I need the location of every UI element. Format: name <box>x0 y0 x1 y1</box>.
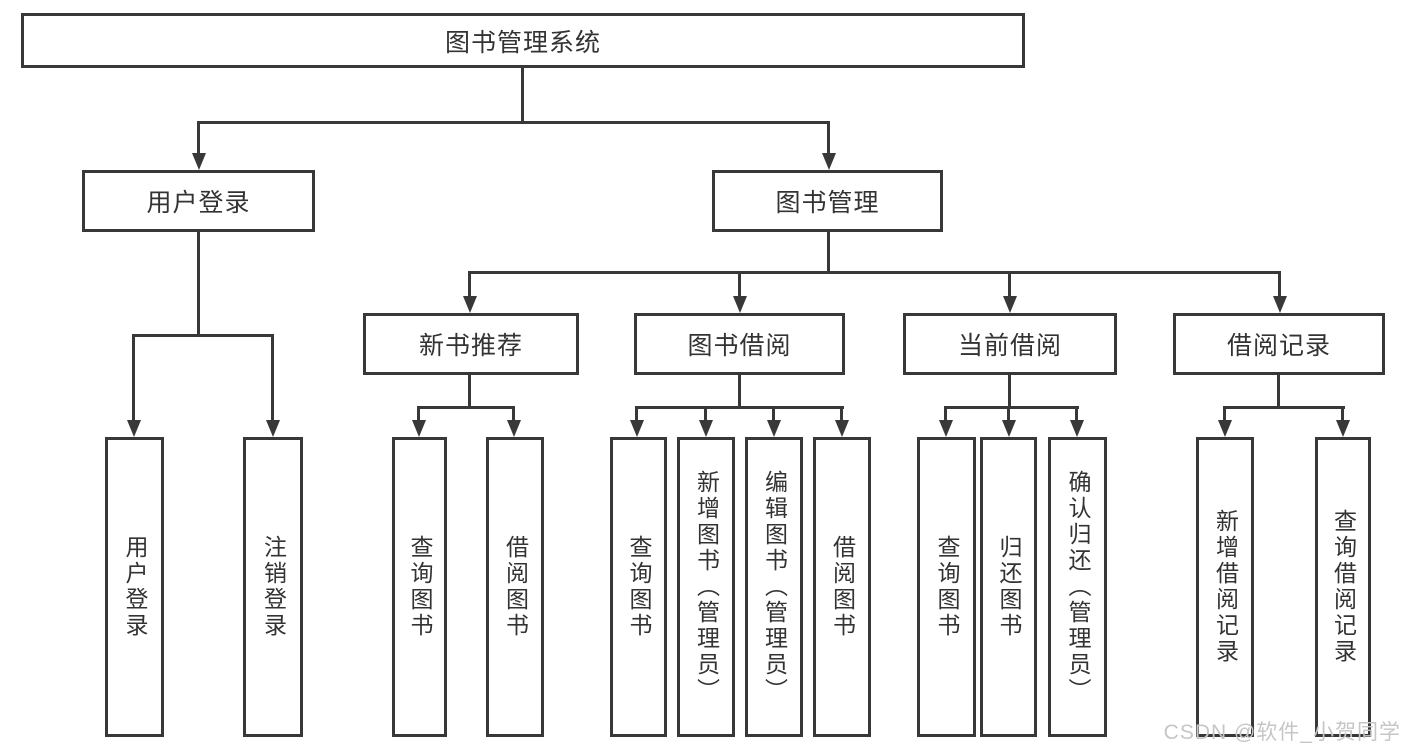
connector-line <box>840 406 843 422</box>
leaf-query-books-recommend: 查询图书 <box>392 437 447 737</box>
connector-line <box>468 271 1281 274</box>
node-book-management: 图书管理 <box>712 170 943 232</box>
leaf-label: 借阅图书 <box>829 535 856 639</box>
arrowhead-down-icon <box>1003 296 1017 313</box>
connector-line <box>772 406 775 422</box>
leaf-label: 查询图书 <box>934 535 960 639</box>
connector-line <box>704 406 707 422</box>
connector-line <box>738 375 741 408</box>
connector-line <box>1278 271 1281 298</box>
connector-line <box>1341 406 1344 422</box>
connector-line <box>512 406 515 422</box>
leaf-label: 查询图书 <box>626 535 652 639</box>
arrowhead-down-icon <box>412 420 426 437</box>
connector-line <box>738 271 741 298</box>
leaf-return-books: 归还图书 <box>980 437 1037 737</box>
leaf-add-borrow-record: 新增借阅记录 <box>1196 437 1254 737</box>
connector-line <box>271 334 274 422</box>
leaf-label: 借阅图书 <box>502 535 529 639</box>
arrowhead-down-icon <box>1070 420 1084 437</box>
arrowhead-down-icon <box>835 420 849 437</box>
node-book-borrowing: 图书借阅 <box>634 313 845 375</box>
arrowhead-down-icon <box>127 420 141 437</box>
arrowhead-down-icon <box>1002 420 1016 437</box>
connector-line <box>944 406 947 422</box>
leaf-confirm-return-admin: 确认归还（管理员） <box>1048 437 1107 737</box>
arrowhead-down-icon <box>507 420 521 437</box>
connector-line <box>944 406 1079 409</box>
connector-line <box>1223 406 1226 422</box>
arrowhead-down-icon <box>733 296 747 313</box>
leaf-edit-books-admin: 编辑图书（管理员） <box>745 437 803 737</box>
connector-line <box>1075 406 1078 422</box>
connector-line <box>635 406 844 409</box>
leaf-borrow-books-recommend: 借阅图书 <box>486 437 544 737</box>
node-label: 用户登录 <box>146 189 251 217</box>
leaf-add-books-admin: 新增图书（管理员） <box>677 437 735 737</box>
connector-line <box>827 232 830 273</box>
connector-line <box>1007 406 1010 422</box>
arrowhead-down-icon <box>767 420 781 437</box>
leaf-label: 新增借阅记录 <box>1212 509 1239 665</box>
arrowhead-down-icon <box>822 153 836 170</box>
arrowhead-down-icon <box>699 420 713 437</box>
connector-line <box>197 232 200 336</box>
connector-line <box>197 121 830 124</box>
leaf-label: 查询借阅记录 <box>1330 509 1357 665</box>
connector-line <box>417 406 420 422</box>
connector-line <box>132 334 274 337</box>
connector-line <box>635 406 638 422</box>
node-label: 新书推荐 <box>418 332 523 360</box>
connector-line <box>417 406 515 409</box>
leaf-label: 确认归还（管理员） <box>1065 470 1091 704</box>
connector-line <box>827 121 830 154</box>
node-user-login: 用户登录 <box>82 170 315 232</box>
connector-line <box>468 271 471 298</box>
arrowhead-down-icon <box>1218 420 1232 437</box>
arrowhead-down-icon <box>1336 420 1350 437</box>
connector-line <box>468 375 471 408</box>
node-label: 当前借阅 <box>957 332 1062 360</box>
node-label: 借阅记录 <box>1226 332 1331 360</box>
leaf-label: 归还图书 <box>996 535 1022 639</box>
leaf-logout: 注销登录 <box>243 437 303 737</box>
arrowhead-down-icon <box>939 420 953 437</box>
node-label: 图书借阅 <box>687 332 792 360</box>
watermark: CSDN @软件_小贺同学 <box>1163 721 1401 744</box>
arrowhead-down-icon <box>463 296 477 313</box>
connector-line <box>521 68 524 124</box>
connector-line <box>132 334 135 422</box>
node-library-management-system: 图书管理系统 <box>21 13 1025 68</box>
node-label: 图书管理系统 <box>444 28 601 57</box>
leaf-label: 用户登录 <box>122 535 148 639</box>
node-current-borrowing: 当前借阅 <box>903 313 1117 375</box>
connector-line <box>1277 375 1280 408</box>
node-label: 图书管理 <box>775 189 880 217</box>
arrowhead-down-icon <box>630 420 644 437</box>
arrowhead-down-icon <box>266 420 280 437</box>
node-new-book-recommendation: 新书推荐 <box>363 313 579 375</box>
node-borrowing-records: 借阅记录 <box>1173 313 1385 375</box>
leaf-label: 编辑图书（管理员） <box>761 470 788 704</box>
connector-line <box>1008 375 1011 408</box>
leaf-user-login: 用户登录 <box>105 437 164 737</box>
leaf-label: 查询图书 <box>407 535 433 639</box>
connector-line <box>197 121 200 154</box>
arrowhead-down-icon <box>192 153 206 170</box>
leaf-query-books-borrow: 查询图书 <box>610 437 667 737</box>
leaf-label: 注销登录 <box>260 535 287 639</box>
leaf-query-borrow-record: 查询借阅记录 <box>1315 437 1371 737</box>
leaf-borrow-books: 借阅图书 <box>813 437 871 737</box>
connector-line <box>1223 406 1345 409</box>
leaf-label: 新增图书（管理员） <box>693 470 720 704</box>
connector-line <box>1008 271 1011 298</box>
arrowhead-down-icon <box>1273 296 1287 313</box>
leaf-query-books-current: 查询图书 <box>917 437 976 737</box>
